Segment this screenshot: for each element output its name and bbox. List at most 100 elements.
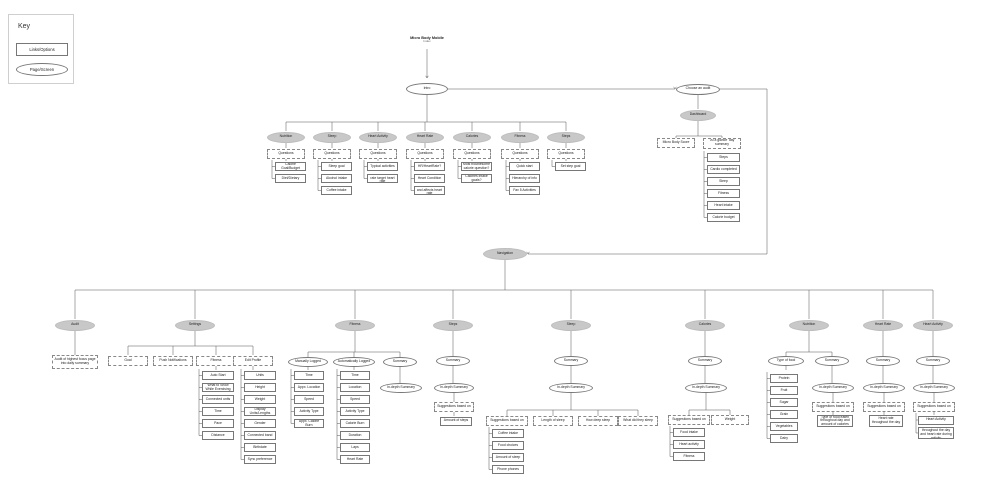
category-0-item-0[interactable]: Calorie Goal/Budget — [275, 162, 306, 171]
fitness-auto-item-2[interactable]: Speed — [340, 395, 370, 404]
category-1-item-2[interactable]: Coffee intake — [321, 186, 352, 195]
calories-summary-page[interactable]: Summary — [688, 356, 722, 366]
settings-option-3[interactable]: Edit Profile — [233, 356, 273, 366]
category-6-item-0[interactable]: Set step goal — [555, 162, 586, 171]
heartrate-suggestions[interactable]: Suggestions based on — [863, 402, 905, 412]
category-6-page[interactable]: Steps — [547, 131, 585, 143]
dashboard-item-3[interactable]: Fitness — [707, 189, 740, 198]
category-0-questions[interactable]: Questions — [267, 149, 305, 159]
dashboard-item-4[interactable]: Heart intake — [707, 201, 740, 210]
nav-heart-rate-page[interactable]: Heart Rate — [863, 319, 903, 331]
fitness-manual-item-4[interactable]: Appx. Calorie Burn — [294, 419, 324, 428]
steps-insight-page[interactable]: In-depth Summary — [434, 383, 474, 393]
nutrition-summary-page[interactable]: Summary — [815, 356, 849, 366]
category-5-item-2[interactable]: Fav 5 Activities — [509, 186, 540, 195]
dashboard-score[interactable]: Micro Body Score — [657, 138, 695, 148]
settings-fitness-item-2[interactable]: Connected units — [202, 395, 234, 404]
settings-profile-item-0[interactable]: Units — [244, 371, 276, 380]
nutrition-type-item-2[interactable]: Sugar — [770, 398, 798, 407]
nav-nutrition-page[interactable]: Nutrition — [789, 319, 829, 331]
dashboard-page[interactable]: Dashboard — [680, 109, 716, 121]
category-1-questions[interactable]: Questions — [313, 149, 351, 159]
category-2-item-0[interactable]: Typical activities — [367, 162, 398, 171]
category-3-item-1[interactable]: Heart Condition — [414, 174, 445, 183]
sleep-based-item-3[interactable]: Phone phones — [492, 465, 524, 474]
sleep-based-item-1[interactable]: Food choices — [492, 441, 524, 450]
settings-fitness-item-0[interactable]: Auto Start — [202, 371, 234, 380]
sleep-other-2[interactable]: What did they sleep — [618, 416, 658, 426]
category-1-page[interactable]: Sleep — [313, 131, 351, 143]
heartrate-summary-page[interactable]: Summary — [866, 356, 900, 366]
settings-profile-item-5[interactable]: Connected band — [244, 431, 276, 440]
settings-profile-item-6[interactable]: Birthdate — [244, 443, 276, 452]
heartactivity-suggestions[interactable]: Suggestions based on — [913, 402, 955, 412]
category-2-page[interactable]: Heart Activity — [359, 131, 397, 143]
fitness-insight-page[interactable]: In-depth Summary — [380, 383, 422, 393]
heartactivity-insight-page[interactable]: In-depth Summary — [913, 383, 955, 393]
nutrition-type-item-3[interactable]: Grain — [770, 410, 798, 419]
intro-page[interactable]: Intro — [406, 83, 448, 95]
category-3-page[interactable]: Heart Rate — [406, 131, 444, 143]
category-1-item-1[interactable]: Alcohol intake — [321, 174, 352, 183]
category-4-item-1[interactable]: Calories intake goals? — [461, 174, 492, 183]
category-4-item-0[interactable]: Most troublesome calorie question? — [461, 162, 492, 171]
steps-suggestions[interactable]: Suggestions based on — [434, 402, 474, 412]
fitness-summary-page[interactable]: Summary — [383, 357, 417, 367]
nav-calories-page[interactable]: Calories — [685, 319, 725, 331]
dashboard-day-summary[interactable]: 'At a glance' day summary — [703, 137, 741, 149]
category-5-page[interactable]: Fitness — [501, 131, 539, 143]
category-5-questions[interactable]: Questions — [501, 149, 539, 159]
fitness-auto-page[interactable]: Automatically Logged — [333, 357, 375, 367]
fitness-manual-item-2[interactable]: Speed — [294, 395, 324, 404]
category-1-item-0[interactable]: Sleep goal — [321, 162, 352, 171]
category-3-questions[interactable]: Questions — [406, 149, 444, 159]
nav-heart-activity-page[interactable]: Heart Activity — [913, 319, 953, 331]
sleep-suggestions[interactable]: Suggestions based on — [486, 416, 528, 426]
calories-suggestions[interactable]: Suggestions based on — [668, 415, 710, 425]
fitness-auto-item-6[interactable]: Laps — [340, 443, 370, 452]
category-4-questions[interactable]: Questions — [453, 149, 491, 159]
nav-audit-page[interactable]: Audit — [55, 319, 95, 331]
settings-profile-item-2[interactable]: Weight — [244, 395, 276, 404]
dashboard-item-0[interactable]: Steps — [707, 153, 740, 162]
steps-summary-page[interactable]: Summary — [436, 356, 470, 366]
category-5-item-0[interactable]: Quick start — [509, 162, 540, 171]
fitness-manual-item-1[interactable]: Appx. Location — [294, 383, 324, 392]
category-0-page[interactable]: Nutrition — [267, 131, 305, 143]
nav-settings-page[interactable]: Settings — [175, 319, 215, 331]
nutrition-type-page[interactable]: Type of food — [768, 356, 804, 366]
nutrition-suggestions[interactable]: Suggestions based on — [812, 402, 854, 412]
fitness-manual-item-0[interactable]: Time — [294, 371, 324, 380]
heartactivity-item-1[interactable]: Heart rate throughout the day and heart … — [918, 427, 954, 439]
nav-steps-page[interactable]: Steps — [433, 319, 473, 331]
navigation-page[interactable]: Navigation — [483, 248, 527, 260]
sleep-other-1[interactable]: How deep sleep — [578, 416, 618, 426]
category-0-item-1[interactable]: Diet/Dietary — [275, 174, 306, 183]
heartrate-insight-page[interactable]: In-depth Summary — [863, 383, 905, 393]
category-3-item-2[interactable]: Heart condition and affects heart rate — [414, 186, 445, 195]
settings-fitness-item-3[interactable]: Time — [202, 407, 234, 416]
heartactivity-summary-page[interactable]: Summary — [916, 356, 950, 366]
sleep-based-item-0[interactable]: Coffee intake — [492, 429, 524, 438]
category-5-item-1[interactable]: Hierarchy of info — [509, 174, 540, 183]
settings-option-0[interactable]: Goal — [108, 356, 148, 366]
dashboard-item-1[interactable]: Cardio completed — [707, 165, 740, 174]
nutrition-type-item-5[interactable]: Dairy — [770, 434, 798, 443]
choose-audit-page[interactable]: Choose an audit — [676, 83, 720, 95]
settings-fitness-item-4[interactable]: Pace — [202, 419, 234, 428]
fitness-auto-item-3[interactable]: Activity Type — [340, 407, 370, 416]
calories-weight[interactable]: Weight — [711, 415, 749, 425]
nutrition-detail[interactable]: Type of food eaten throughout day and am… — [817, 415, 853, 427]
calories-based-item-2[interactable]: Fitness — [673, 452, 705, 461]
settings-profile-item-1[interactable]: Height — [244, 383, 276, 392]
settings-profile-item-7[interactable]: Sync preference — [244, 455, 276, 464]
settings-fitness-item-5[interactable]: Distance — [202, 431, 234, 440]
nav-sleep-page[interactable]: Sleep — [551, 319, 591, 331]
calories-insight-page[interactable]: In-depth Summary — [685, 383, 727, 393]
sleep-based-item-2[interactable]: Amount of sleep — [492, 453, 524, 462]
fitness-auto-item-7[interactable]: Heart Rate — [340, 455, 370, 464]
steps-detail[interactable]: Amount of steps — [440, 416, 472, 426]
nutrition-type-item-1[interactable]: Fruit — [770, 386, 798, 395]
category-6-questions[interactable]: Questions — [547, 149, 585, 159]
settings-profile-item-3[interactable]: Display Units/Lengths — [244, 407, 276, 416]
